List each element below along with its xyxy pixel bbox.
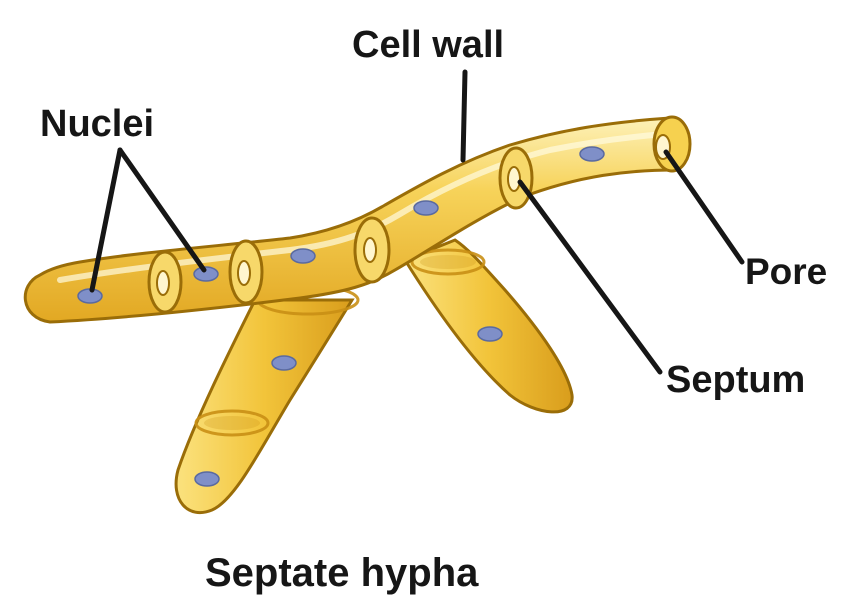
nucleus [580, 147, 604, 161]
nucleus [478, 327, 502, 341]
label-cell-wall: Cell wall [352, 26, 504, 64]
septum [230, 241, 262, 303]
right-down-branch [405, 240, 572, 412]
septum [500, 148, 532, 208]
label-nuclei: Nuclei [40, 105, 154, 143]
nucleus [195, 472, 219, 486]
leader-line-cell-wall [463, 72, 465, 160]
diagram-caption: Septate hypha [205, 553, 478, 593]
septum [149, 252, 181, 312]
label-septum: Septum [666, 361, 805, 399]
nucleus [291, 249, 315, 263]
septum [355, 218, 389, 282]
leader-line-pore [666, 152, 742, 262]
nucleus [414, 201, 438, 215]
label-pore: Pore [745, 253, 827, 290]
nucleus [272, 356, 296, 370]
